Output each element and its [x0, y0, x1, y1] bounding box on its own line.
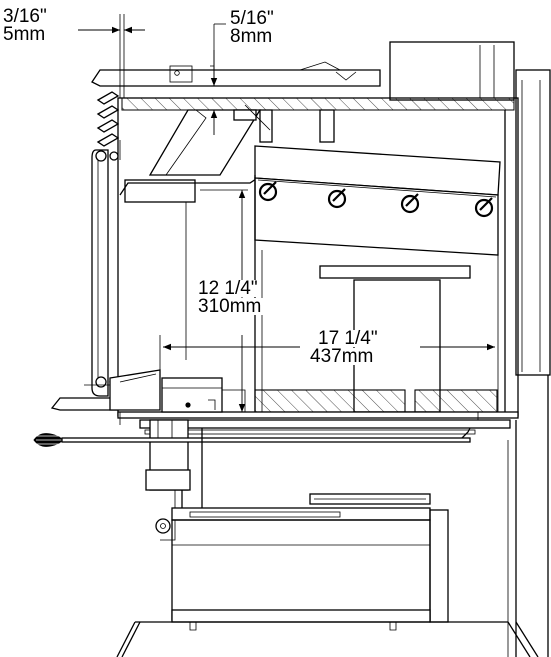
right-side-panel — [507, 69, 551, 657]
dim-3-16 — [78, 14, 145, 98]
dim-depth — [159, 335, 495, 372]
dim-label-5-16-in: 5/16" — [228, 8, 276, 29]
front-lip — [50, 369, 246, 425]
air-tube-4 — [474, 197, 494, 218]
dim-label-17-1-4-in: 17 1/4" — [316, 328, 380, 349]
dim-label-5mm: 5mm — [1, 24, 48, 45]
air-tube-2 — [327, 188, 347, 209]
dim-label-12-1-4-in: 12 1/4" — [196, 278, 260, 299]
dim-label-3-16-in: 3/16" — [1, 6, 49, 27]
dim-5-16 — [210, 23, 226, 135]
baffle-plate — [254, 145, 501, 412]
ash-pan — [139, 419, 511, 541]
dim-label-437mm: 437mm — [308, 346, 376, 367]
pedestal — [155, 428, 449, 631]
firebox-floor — [117, 389, 519, 425]
dim-label-8mm: 8mm — [228, 26, 275, 47]
door — [91, 140, 121, 397]
side-louvers — [96, 91, 120, 147]
air-tube-1 — [258, 181, 278, 202]
firebox-body — [117, 97, 519, 417]
flue-collar — [389, 41, 515, 101]
air-channel — [119, 104, 335, 203]
base — [116, 621, 539, 657]
dim-label-310mm: 310mm — [196, 296, 264, 317]
air-tube-3 — [400, 193, 420, 214]
top-plate — [91, 61, 381, 87]
poker-handle — [33, 427, 471, 447]
